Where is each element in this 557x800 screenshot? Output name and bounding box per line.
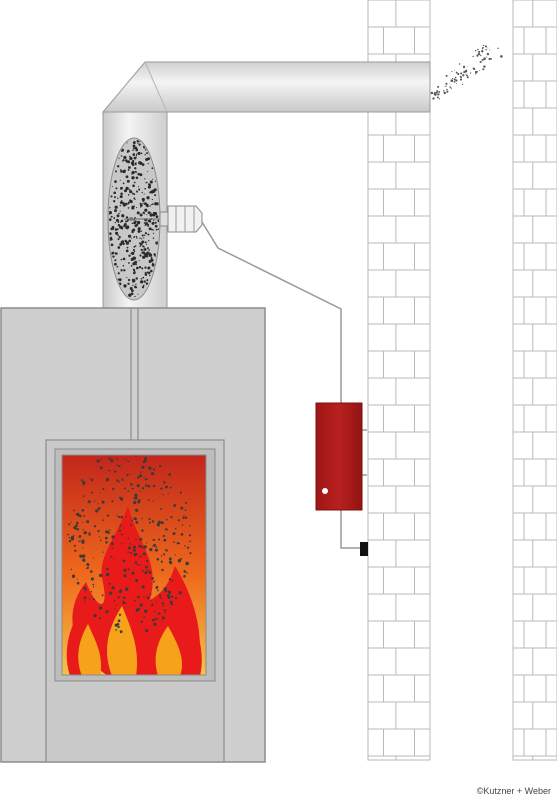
flame-icon xyxy=(66,506,202,675)
sensor-icon xyxy=(124,205,203,233)
sensor-cable xyxy=(201,221,367,549)
fire-window xyxy=(61,454,207,676)
cable-plug xyxy=(360,542,368,556)
smoke-particles xyxy=(430,44,503,100)
brick-wall-left xyxy=(367,0,431,761)
control-box xyxy=(315,402,363,511)
copyright-credit: ©Kutzner + Weber xyxy=(476,786,551,796)
brick-wall-right xyxy=(512,0,557,761)
